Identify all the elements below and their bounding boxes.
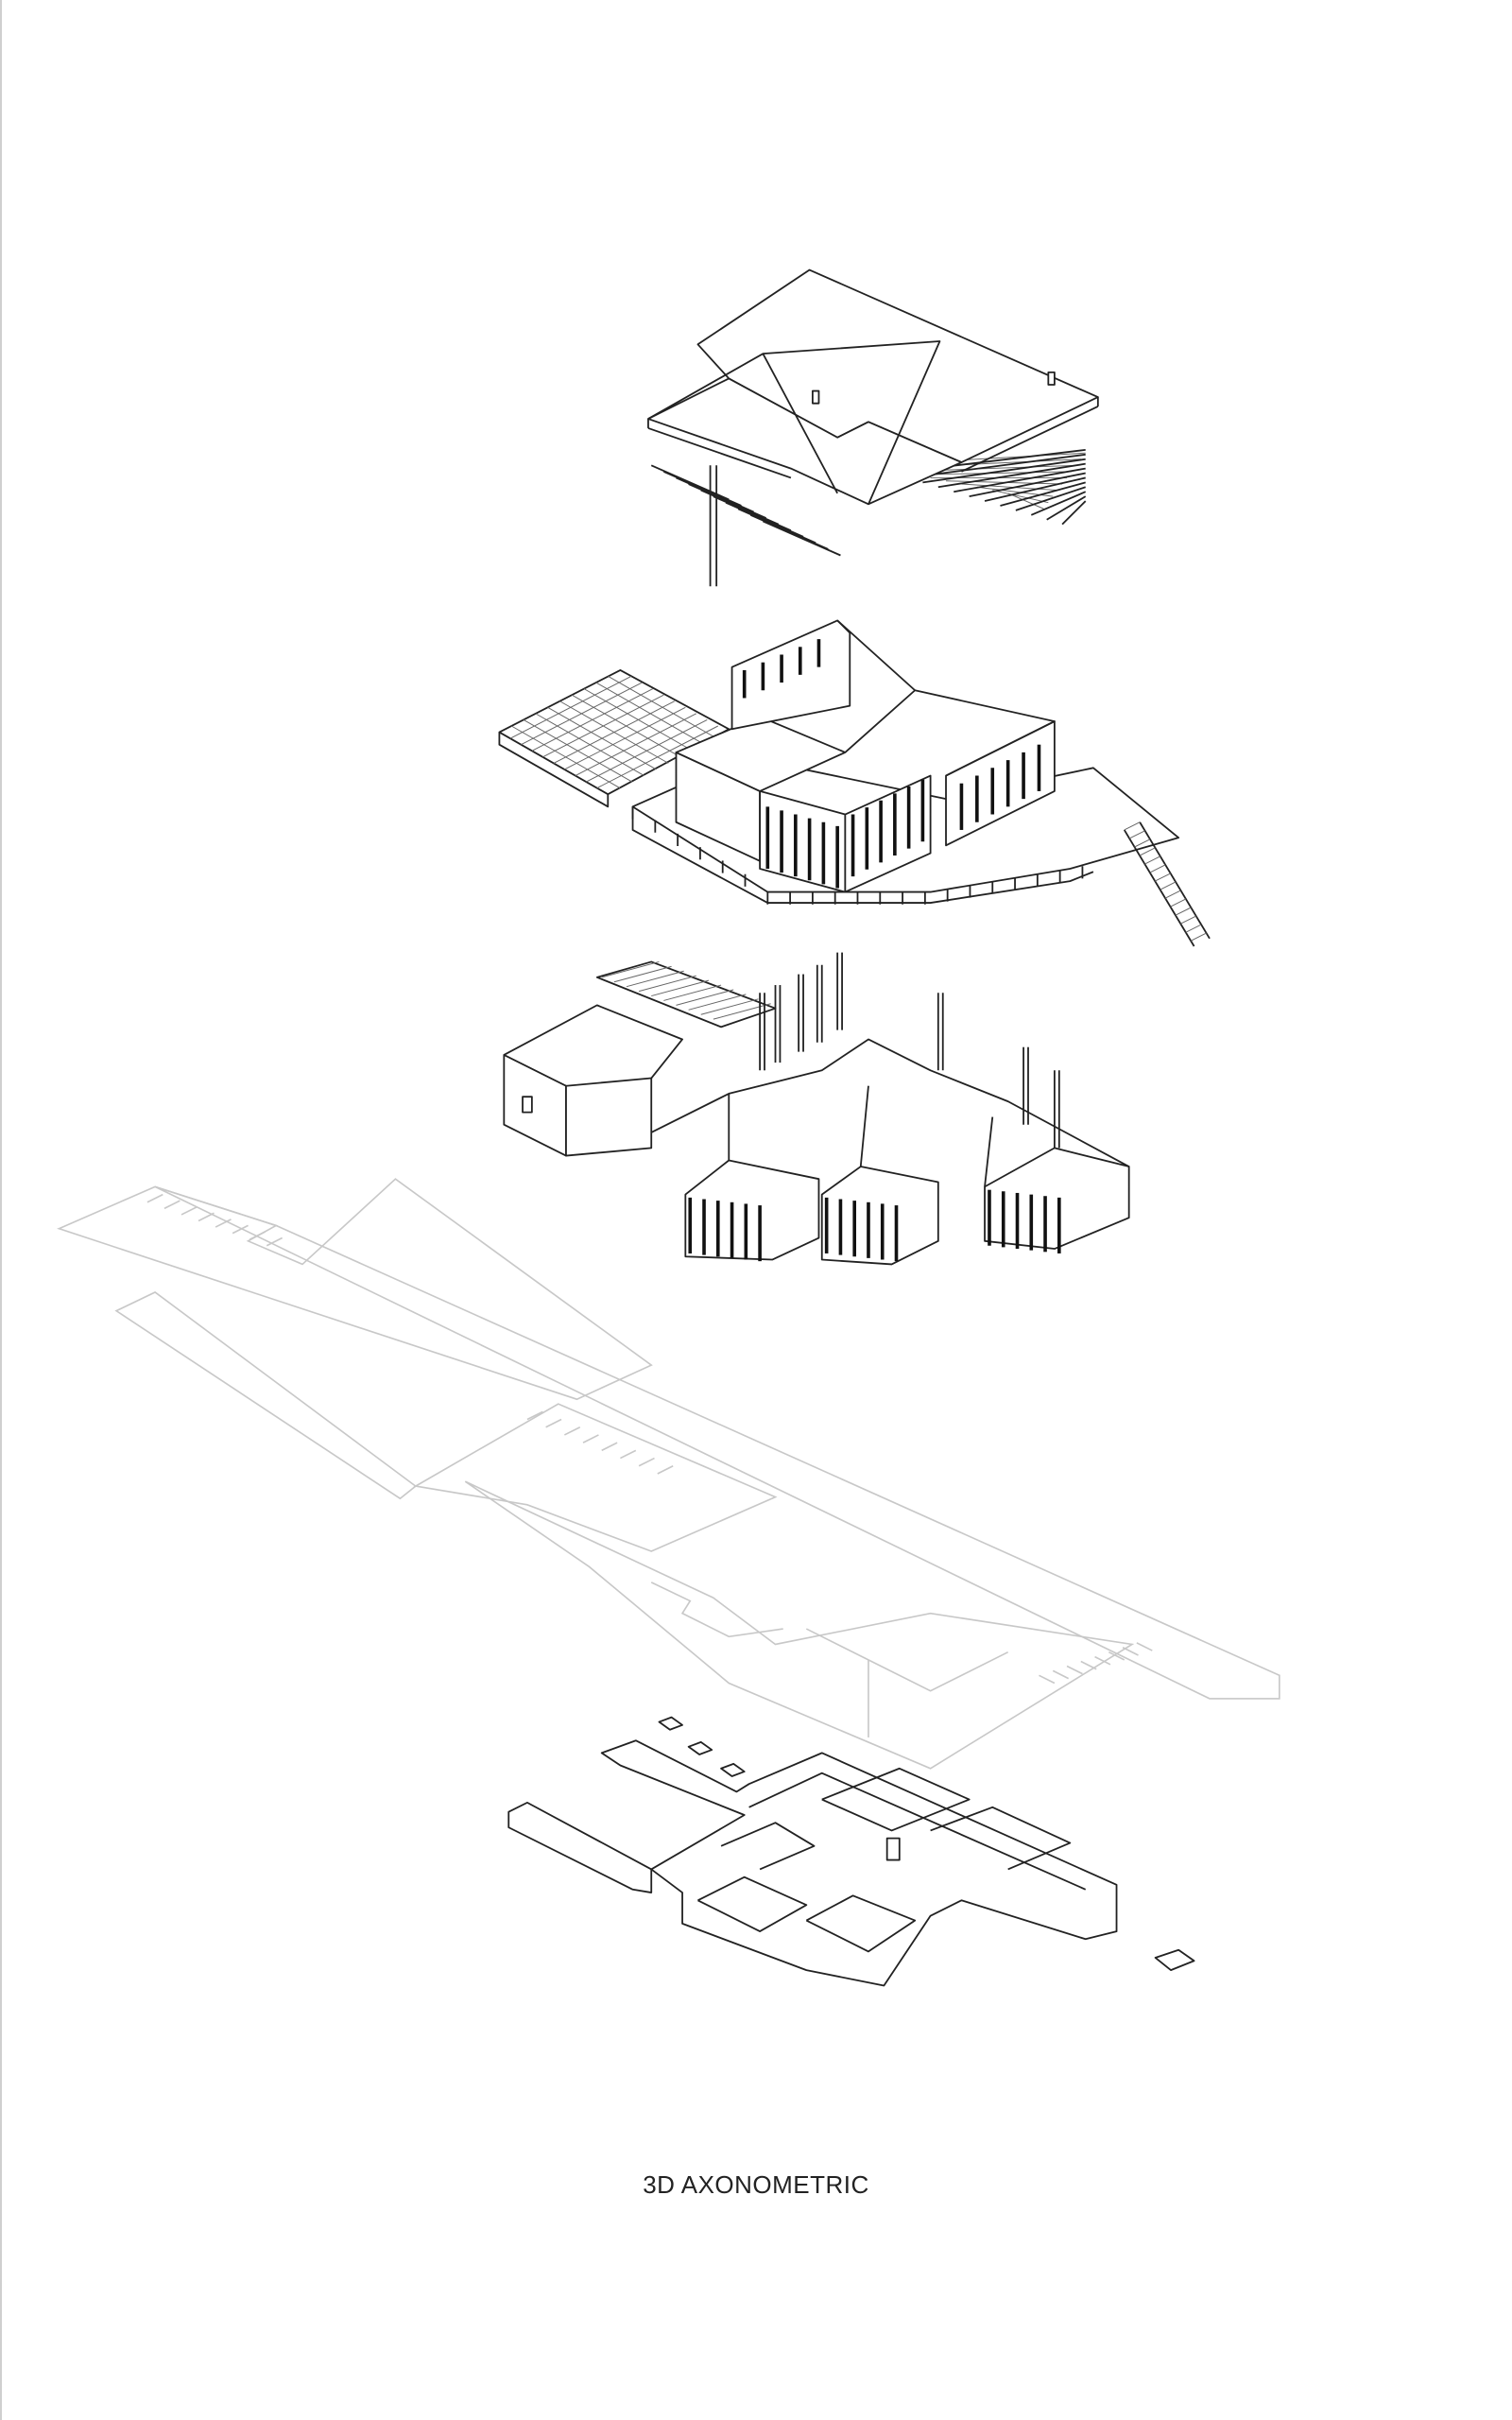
drawing-line — [1061, 500, 1087, 526]
drawing-line — [1124, 821, 1141, 831]
drawing-line — [992, 490, 1049, 504]
roof-layer — [647, 268, 1099, 587]
roof-vent — [811, 389, 820, 405]
drawing-line — [937, 462, 1086, 489]
glazing — [742, 639, 1041, 889]
drawing-line — [1149, 864, 1166, 873]
garage-box-side — [503, 1053, 567, 1157]
drawing-line — [215, 1219, 232, 1228]
garage-door-marker — [522, 1096, 533, 1114]
drawing-line — [961, 483, 1058, 492]
drawing-line — [700, 998, 759, 1015]
drawing-line — [1170, 898, 1187, 908]
drawing-line — [1015, 486, 1087, 511]
drawing-line — [676, 989, 734, 1006]
drawing-line — [232, 1224, 249, 1235]
drawing-caption: 3D AXONOMETRIC — [643, 2170, 869, 2199]
drawing-line — [1185, 924, 1202, 933]
drawing-line — [984, 476, 1086, 502]
drawing-line — [1123, 829, 1195, 947]
roof-hip-lines — [647, 340, 941, 505]
drawing-line — [663, 984, 722, 1001]
drawing-line — [1052, 1669, 1070, 1680]
drawing-line — [608, 676, 717, 739]
drawing-line — [620, 1449, 637, 1460]
house-upper-wing — [730, 619, 851, 731]
drawing-line — [1046, 495, 1087, 521]
drawing-line — [583, 688, 694, 752]
drawing-line — [651, 979, 710, 997]
exterior-stairs — [1123, 821, 1211, 947]
drawing-line — [1066, 1665, 1083, 1675]
drawing-line — [1175, 907, 1192, 916]
drawing-line — [553, 700, 676, 764]
drawing-line — [1134, 838, 1151, 848]
roof-hip-lines-2 — [762, 353, 838, 494]
drawing-line — [1000, 481, 1086, 507]
drawing-line — [545, 1418, 562, 1428]
drawing-line — [601, 1442, 618, 1452]
drawing-line — [1030, 491, 1087, 516]
drawing-line — [954, 467, 1086, 493]
drawing-line — [638, 975, 696, 993]
drawing-line — [564, 706, 686, 770]
drawing-line — [688, 994, 747, 1011]
roof-chimney — [1047, 371, 1056, 386]
drawing-line — [1007, 493, 1044, 510]
drawing-line — [613, 965, 672, 983]
drawing-line — [575, 713, 697, 776]
drawing-line — [266, 1236, 284, 1247]
drawing-line — [571, 694, 681, 758]
ground-plane-layer — [57, 1178, 1280, 1770]
garage-box-front — [565, 1077, 653, 1157]
drawing-line — [582, 1434, 599, 1443]
drawing-line — [1108, 1651, 1125, 1661]
drawing-line — [586, 718, 708, 783]
drawing-line — [1094, 1655, 1111, 1666]
drawing-line — [1080, 1660, 1097, 1670]
drawing-line — [595, 682, 705, 746]
drawing-line — [1180, 915, 1196, 925]
columns — [759, 952, 1060, 1149]
bedroom-pod-3 — [984, 1147, 1130, 1250]
drawing-line — [1128, 830, 1145, 839]
drawing-line — [563, 1426, 581, 1436]
drawing-line — [922, 458, 1086, 484]
drawing-line — [596, 725, 719, 789]
drawing-line — [763, 520, 841, 557]
terrace-grid — [509, 676, 719, 789]
drawing-line — [1136, 1642, 1153, 1651]
drawing-line — [657, 1465, 674, 1475]
drawing-line — [969, 472, 1086, 498]
drawing-line — [626, 970, 684, 988]
drawing-line — [1139, 821, 1211, 940]
drawing-line — [180, 1205, 198, 1216]
deck-railing — [631, 806, 1084, 905]
lower-floor-layer — [503, 952, 1130, 1266]
drawing-line — [146, 1193, 163, 1203]
drawing-line — [163, 1200, 180, 1210]
drawing-line — [1139, 847, 1156, 856]
drawing-line — [1164, 890, 1181, 899]
drawing-line — [1122, 1647, 1139, 1656]
drawing-line — [713, 1003, 771, 1020]
roof-lower-plane — [647, 377, 963, 506]
drawing-line — [1155, 873, 1171, 882]
rafters — [650, 449, 1087, 557]
drawing-line — [1144, 856, 1161, 865]
drawing-line — [638, 1457, 655, 1467]
drawing-line — [1190, 932, 1207, 942]
drawing-line — [198, 1212, 215, 1222]
upper-floor-layer — [498, 619, 1211, 947]
drawing-line — [526, 1410, 543, 1421]
drawing-line — [1160, 881, 1177, 890]
drawing-line — [249, 1231, 266, 1240]
drawing-line — [1039, 1674, 1056, 1685]
foundation-layer — [507, 1716, 1195, 1987]
drawing-line — [601, 960, 660, 978]
